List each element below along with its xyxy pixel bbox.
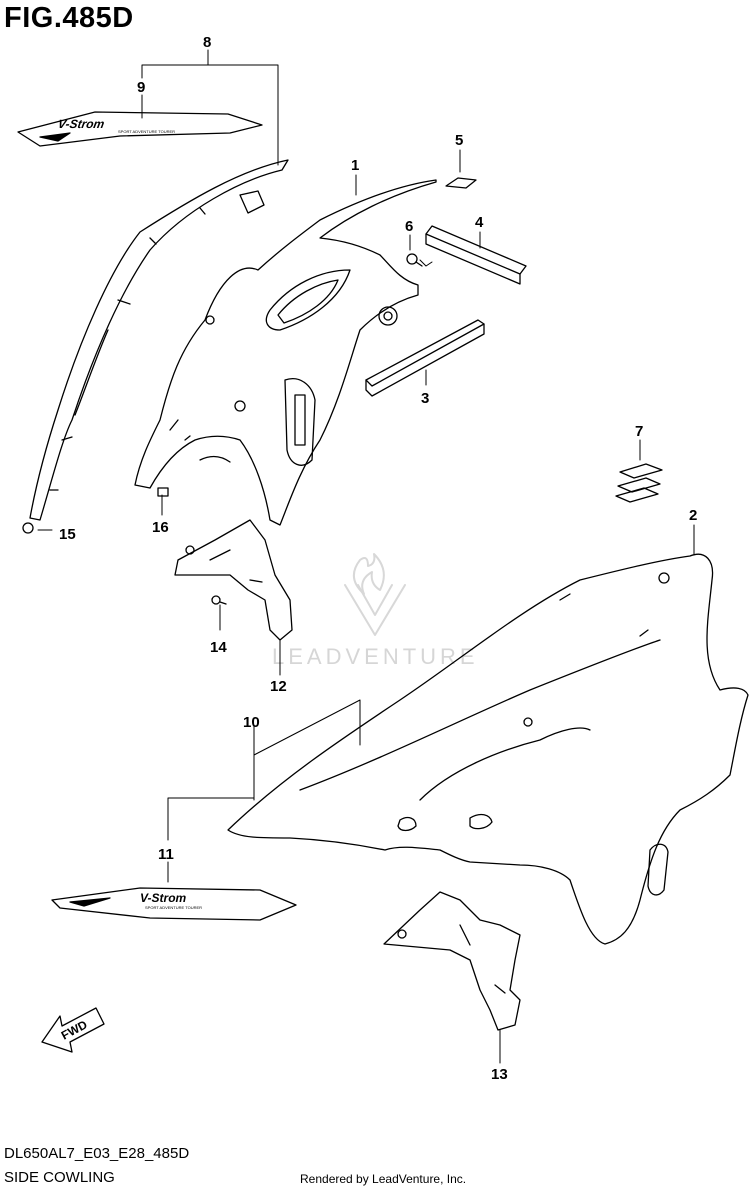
screw-14	[211, 595, 227, 605]
figure-title: FIG.485D	[4, 2, 134, 34]
callout-9: 9	[137, 79, 145, 96]
callout-6: 6	[405, 218, 413, 235]
render-credit: Rendered by LeadVenture, Inc.	[300, 1172, 467, 1186]
callout-10: 10	[243, 714, 260, 731]
callout-3: 3	[421, 390, 429, 407]
forward-arrow-label: FWD	[59, 1017, 90, 1042]
callout-12: 12	[270, 678, 287, 695]
outer-side-cowl	[227, 553, 749, 945]
callout-1: 1	[351, 157, 359, 174]
screw-15	[22, 522, 34, 534]
lower-decal: V-Strom SPORT ADVENTURE TOURER	[51, 887, 297, 921]
watermark-text: LEADVENTURE	[272, 644, 479, 669]
callout-4: 4	[475, 214, 484, 231]
callout-14: 14	[210, 639, 227, 656]
cushion-5	[445, 177, 477, 189]
callout-15: 15	[59, 526, 76, 543]
watermark-logo	[344, 553, 406, 636]
callout-13: 13	[491, 1066, 508, 1083]
callout-7: 7	[635, 423, 643, 440]
callout-11: 11	[158, 846, 174, 863]
lower-decal-brand: V-Strom	[140, 891, 187, 905]
upper-decal-brand: V-Strom	[57, 117, 106, 131]
forward-arrow-icon: FWD	[41, 1007, 105, 1053]
upper-decal-tagline: SPORT ADVENTURE TOURER	[118, 129, 175, 134]
section-name: SIDE COWLING	[4, 1169, 115, 1186]
model-code: DL650AL7_E03_E28_485D	[4, 1145, 190, 1162]
bracket-12	[174, 519, 293, 641]
inner-cowl-panel	[134, 179, 437, 526]
upper-garnish-strip	[29, 159, 289, 521]
rubber-strip-4	[425, 225, 527, 285]
callout-16: 16	[152, 519, 169, 536]
leader-lines	[37, 49, 695, 1064]
callout-5: 5	[455, 132, 463, 149]
emblem-7	[615, 463, 663, 503]
callout-2: 2	[689, 507, 697, 524]
upper-decal: V-Strom SPORT ADVENTURE TOURER	[17, 111, 263, 147]
rubber-strip-3	[365, 319, 485, 397]
clip-16	[157, 487, 169, 497]
bracket-13	[383, 891, 521, 1031]
bolt-6	[406, 253, 423, 267]
callout-8: 8	[203, 34, 211, 51]
lower-decal-tagline: SPORT ADVENTURE TOURER	[145, 905, 202, 910]
